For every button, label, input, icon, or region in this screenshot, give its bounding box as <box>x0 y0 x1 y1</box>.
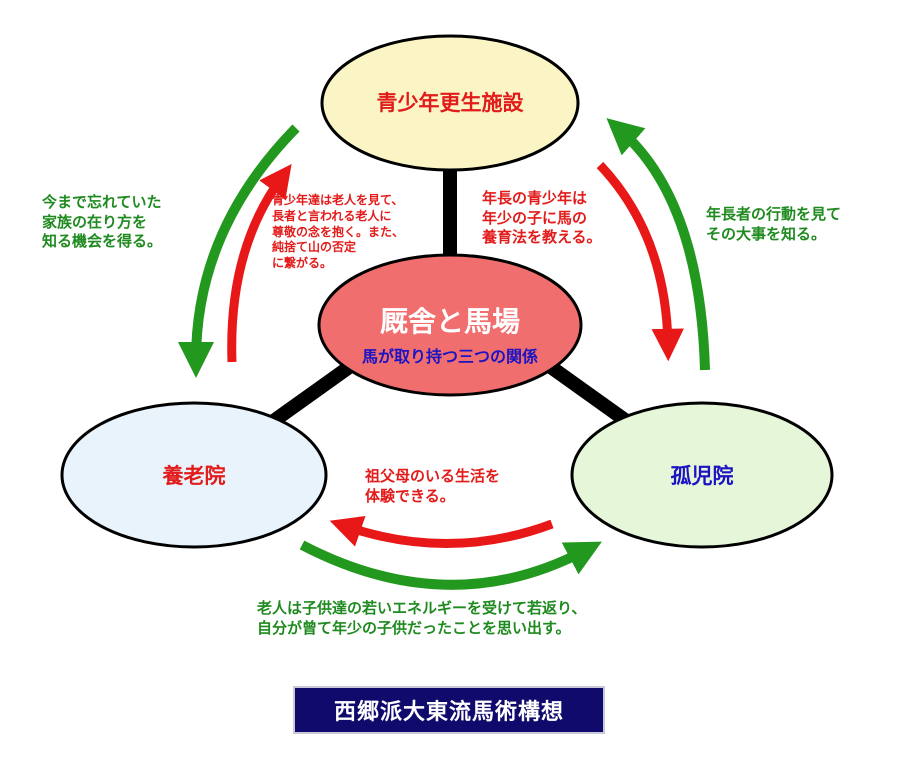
node-center-subtitle: 馬が取り持つ三つの関係 <box>362 347 538 366</box>
node-top-label: 青少年更生施設 <box>377 91 525 115</box>
arrow-green-left-to-right <box>299 540 602 590</box>
node-right-ellipse <box>570 401 834 549</box>
diagram-title: 西郷派大東流馬術構想 <box>293 686 605 734</box>
node-top-ellipse <box>320 34 580 172</box>
connector-right <box>543 359 637 431</box>
arrow-red-left-to-top <box>227 163 292 363</box>
arrow-green-top-to-left <box>178 124 300 378</box>
annotation-left-green: 今まで忘れていた 家族の在り方を 知る機会を得る。 <box>42 193 163 250</box>
node-left-ellipse <box>60 401 328 549</box>
arrow-green-right-to-top <box>606 118 710 371</box>
annotation-right-red: 年長の青少年は 年少の子に馬の 養育法を教える。 <box>482 189 602 246</box>
annotation-right-green: 年長者の行動を見て その大事を知る。 <box>706 205 842 243</box>
node-center-title: 厩舎と馬場 <box>380 305 520 338</box>
annotation-left-red: 青少年達は老人を見て、 長者と言われる老人に 尊敬の念を抱く。また、 純捨て山の… <box>272 193 405 271</box>
node-center-ellipse <box>317 253 583 397</box>
connector-left <box>263 359 357 431</box>
arrow-red-right-to-left <box>329 515 554 548</box>
node-left-label: 養老院 <box>162 464 226 488</box>
annotation-bottom-red: 祖父母のいる生活を 体験できる。 <box>365 467 501 505</box>
arrow-red-top-to-right <box>596 161 684 362</box>
annotation-bottom-green: 老人は子供達の若いエネルギーを受けて若返り、 自分が曾て年少の子供だったことを思… <box>257 599 587 637</box>
node-right-label: 孤児院 <box>671 464 734 488</box>
